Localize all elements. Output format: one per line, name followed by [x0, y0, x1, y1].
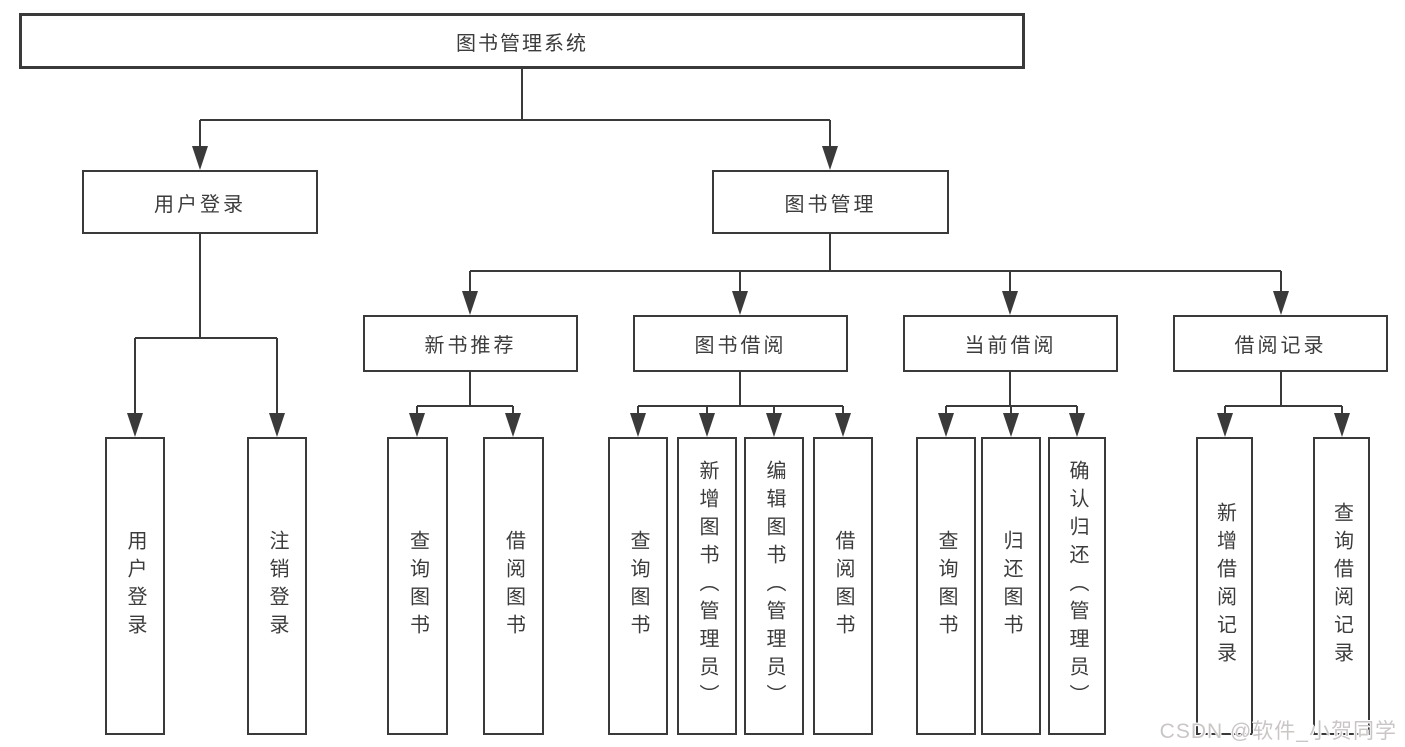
leaf-add-borrow-record: 新增借阅记录 [1196, 437, 1253, 735]
node-label: 图书管理系统 [456, 32, 588, 55]
arrow-icon [1069, 413, 1085, 437]
arrow-icon [938, 413, 954, 437]
leaf-query-books-current: 查询图书 [916, 437, 976, 735]
arrowheads [127, 146, 1350, 437]
node-book-management: 图书管理 [712, 170, 949, 234]
leaf-confirm-return-admin: 确认归还（管理员） [1048, 437, 1106, 735]
arrow-icon [835, 413, 851, 437]
node-label: 图书管理 [784, 193, 877, 216]
arrow-icon [192, 146, 208, 170]
arrow-icon [127, 413, 143, 437]
node-label: 用户登录 [124, 530, 146, 642]
leaf-edit-book-admin: 编辑图书（管理员） [744, 437, 804, 735]
arrow-icon [822, 146, 838, 170]
leaf-logout: 注销登录 [247, 437, 307, 735]
arrow-icon [1003, 413, 1019, 437]
node-label: 新书推荐 [424, 335, 517, 357]
leaf-add-book-admin: 新增图书（管理员） [677, 437, 737, 735]
node-current-borrow: 当前借阅 [903, 315, 1118, 372]
leaf-borrow-books: 借阅图书 [813, 437, 873, 735]
arrow-icon [1334, 413, 1350, 437]
leaf-user-login: 用户登录 [105, 437, 165, 735]
node-user-login: 用户登录 [82, 170, 318, 234]
connector-new-book-leaves [416, 372, 514, 433]
node-borrow-records: 借阅记录 [1173, 315, 1388, 372]
arrow-icon [409, 413, 425, 437]
node-label: 编辑图书（管理员） [763, 460, 785, 712]
leaf-query-books-borrow: 查询图书 [608, 437, 668, 735]
arrow-icon [732, 291, 748, 315]
arrow-icon [1273, 291, 1289, 315]
node-label: 查询图书 [935, 530, 957, 642]
arrow-icon [505, 413, 521, 437]
arrow-icon [462, 291, 478, 315]
csdn-watermark: CSDN @软件_小贺同学 [1159, 720, 1397, 743]
node-label: 借阅记录 [1234, 335, 1327, 357]
connector-book-borrow-leaves [637, 372, 844, 433]
leaf-query-borrow-record: 查询借阅记录 [1313, 437, 1370, 735]
arrow-icon [630, 413, 646, 437]
arrow-icon [1002, 291, 1018, 315]
node-label: 查询图书 [406, 530, 429, 642]
connector-borrow-records-leaves [1224, 372, 1343, 433]
node-label: 查询借阅记录 [1330, 502, 1353, 670]
connector-user-login-leaves [134, 234, 278, 433]
leaf-borrow-books-recommend: 借阅图书 [483, 437, 544, 735]
connector-book-mgmt-level3 [469, 234, 1282, 311]
node-library-system: 图书管理系统 [19, 13, 1025, 69]
leaf-query-books-recommend: 查询图书 [387, 437, 448, 735]
connector-root-to-level2 [199, 69, 831, 166]
node-label: 当前借阅 [964, 335, 1057, 357]
node-label: 图书借阅 [694, 335, 787, 357]
node-label: 归还图书 [1000, 530, 1022, 642]
node-label: 确认归还（管理员） [1066, 460, 1088, 712]
arrow-icon [269, 413, 285, 437]
node-label: 借阅图书 [832, 530, 854, 642]
node-new-book-recommend: 新书推荐 [363, 315, 578, 372]
node-label: 注销登录 [266, 530, 288, 642]
arrow-icon [699, 413, 715, 437]
node-label: 借阅图书 [502, 530, 525, 642]
arrow-icon [1217, 413, 1233, 437]
node-label: 用户登录 [154, 193, 246, 216]
node-label: 新增图书（管理员） [696, 460, 718, 712]
node-label: 查询图书 [627, 530, 649, 642]
leaf-return-book: 归还图书 [981, 437, 1041, 735]
arrow-icon [766, 413, 782, 437]
node-book-borrow: 图书借阅 [633, 315, 848, 372]
node-label: 新增借阅记录 [1213, 502, 1236, 670]
